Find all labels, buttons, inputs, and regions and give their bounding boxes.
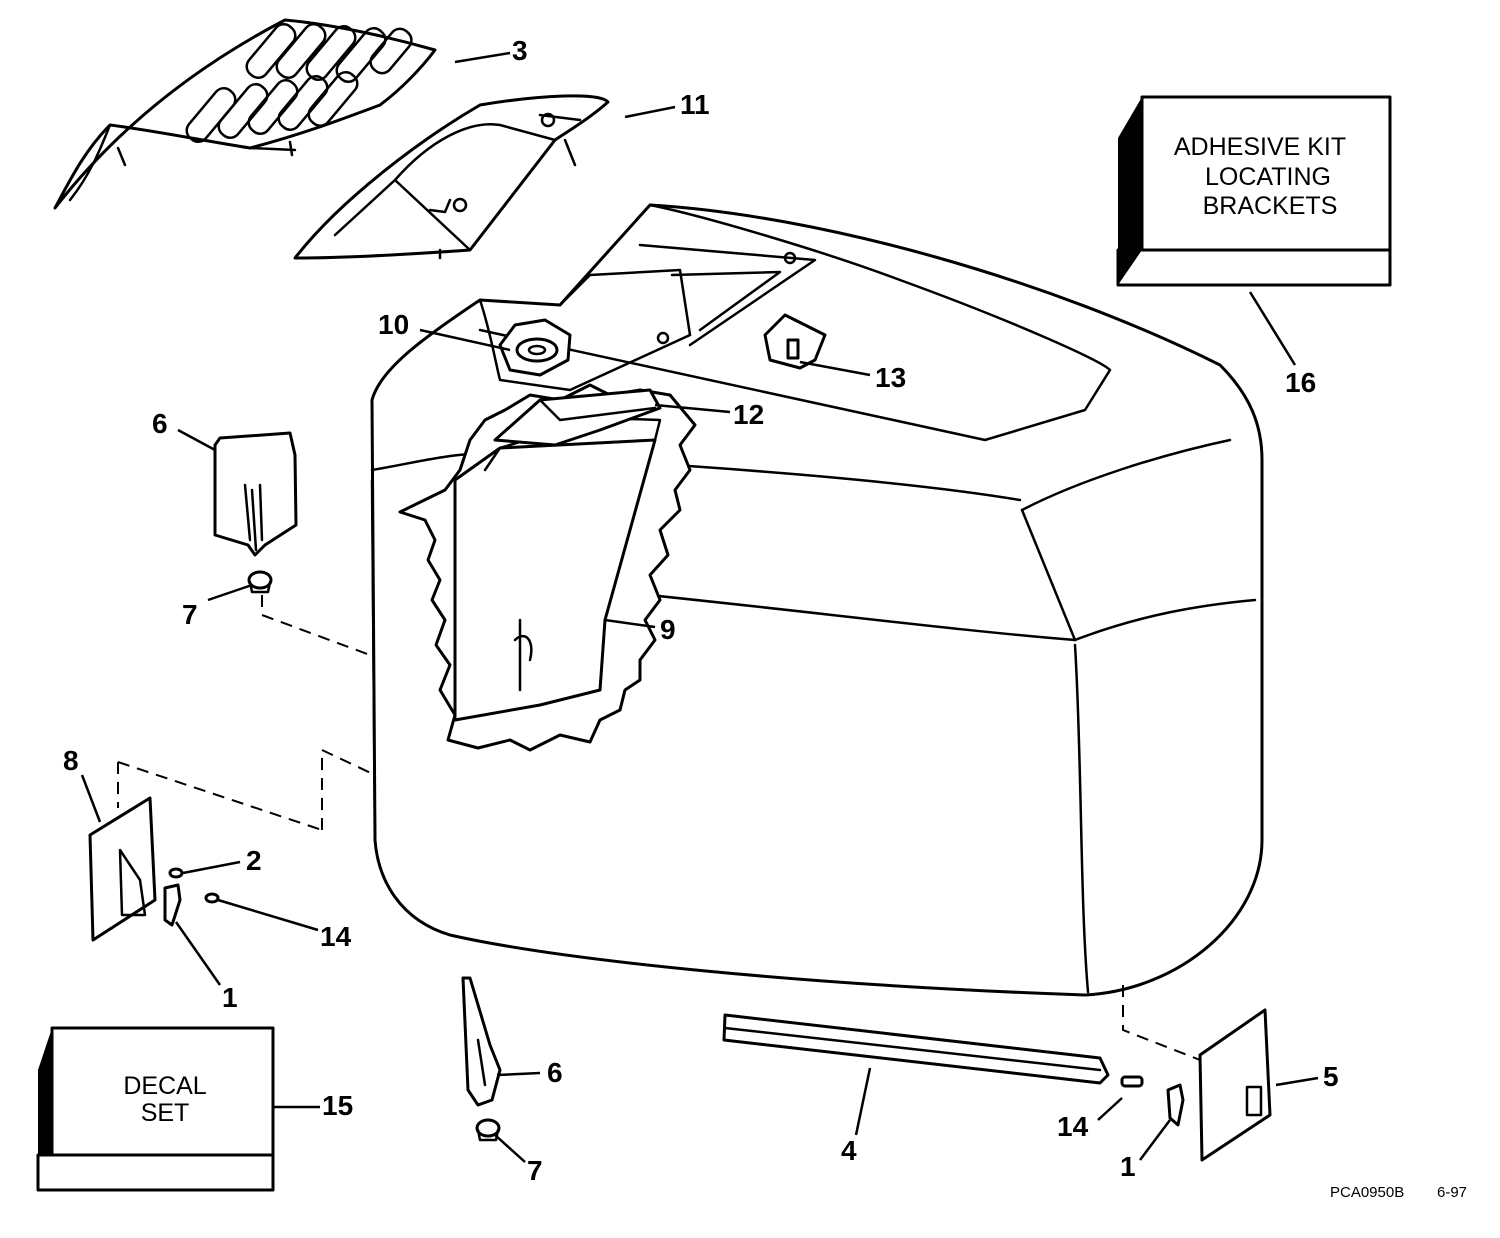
callout-8: 8 <box>63 745 79 776</box>
callout-1-right: 1 <box>1120 1151 1136 1182</box>
part-5-bracket-plate <box>1198 1008 1272 1162</box>
callout-3: 3 <box>512 35 528 66</box>
assembly-dashed-lines <box>117 595 1201 1061</box>
adhesive-kit-line1: ADHESIVE KIT <box>1174 133 1346 161</box>
decal-set-line2: SET <box>141 1099 190 1127</box>
part-3-vent-cover <box>53 18 437 210</box>
part-14-screw-left <box>204 892 220 904</box>
callout-9: 9 <box>660 614 676 645</box>
part-1-right-clip <box>1166 1083 1185 1127</box>
adhesive-kit-line3: BRACKETS <box>1203 192 1338 220</box>
adhesive-kit-line2: LOCATING <box>1205 163 1331 191</box>
callout-4: 4 <box>841 1135 857 1166</box>
leader-lines <box>80 51 1319 1163</box>
drawing-date: 6-97 <box>1437 1184 1467 1201</box>
callout-15: 15 <box>322 1090 353 1121</box>
part-8-bracket-plate <box>88 796 157 942</box>
drawing-id: PCA0950B <box>1330 1184 1404 1201</box>
part-6-lower-side-plate <box>461 976 502 1107</box>
callout-1-left: 1 <box>222 982 238 1013</box>
callout-13: 13 <box>875 362 906 393</box>
callout-12: 12 <box>733 399 764 430</box>
part-7-upper-grommet <box>247 570 273 594</box>
decal-set-box: DECAL SET <box>36 1026 275 1192</box>
callout-5: 5 <box>1323 1061 1339 1092</box>
part-14-screw-right <box>1120 1075 1144 1088</box>
adhesive-kit-box: ADHESIVE KIT LOCATING BRACKETS <box>1116 95 1392 287</box>
part-11-inner-plate <box>293 94 610 260</box>
part-1-left-clip <box>163 883 182 927</box>
part-10-grommet <box>498 318 572 377</box>
part-2-bushing <box>168 867 184 879</box>
part-7-lower-grommet <box>475 1118 501 1142</box>
part-12-air-duct <box>493 388 662 447</box>
part-4-seal-strip <box>722 1013 1110 1085</box>
callout-14-right: 14 <box>1057 1111 1089 1142</box>
callout-2: 2 <box>246 845 262 876</box>
callout-14-left: 14 <box>320 921 352 952</box>
callout-7-upper: 7 <box>182 599 198 630</box>
callout-10: 10 <box>378 309 409 340</box>
callout-6-lower: 6 <box>547 1057 563 1088</box>
drawing-footer: PCA0950B 6-97 <box>1330 1184 1467 1201</box>
callout-numbers: 3 11 16 10 13 12 6 7 9 8 2 14 1 15 6 7 4… <box>63 35 1339 1186</box>
callout-6-upper: 6 <box>152 408 168 439</box>
vent-slots <box>185 23 413 143</box>
callout-16: 16 <box>1285 367 1316 398</box>
decal-set-line1: DECAL <box>123 1072 206 1100</box>
part-13-bracket <box>763 313 827 370</box>
callout-11: 11 <box>680 89 710 120</box>
part-6-upper-side-plate <box>213 431 298 557</box>
callout-7-lower: 7 <box>527 1155 543 1186</box>
